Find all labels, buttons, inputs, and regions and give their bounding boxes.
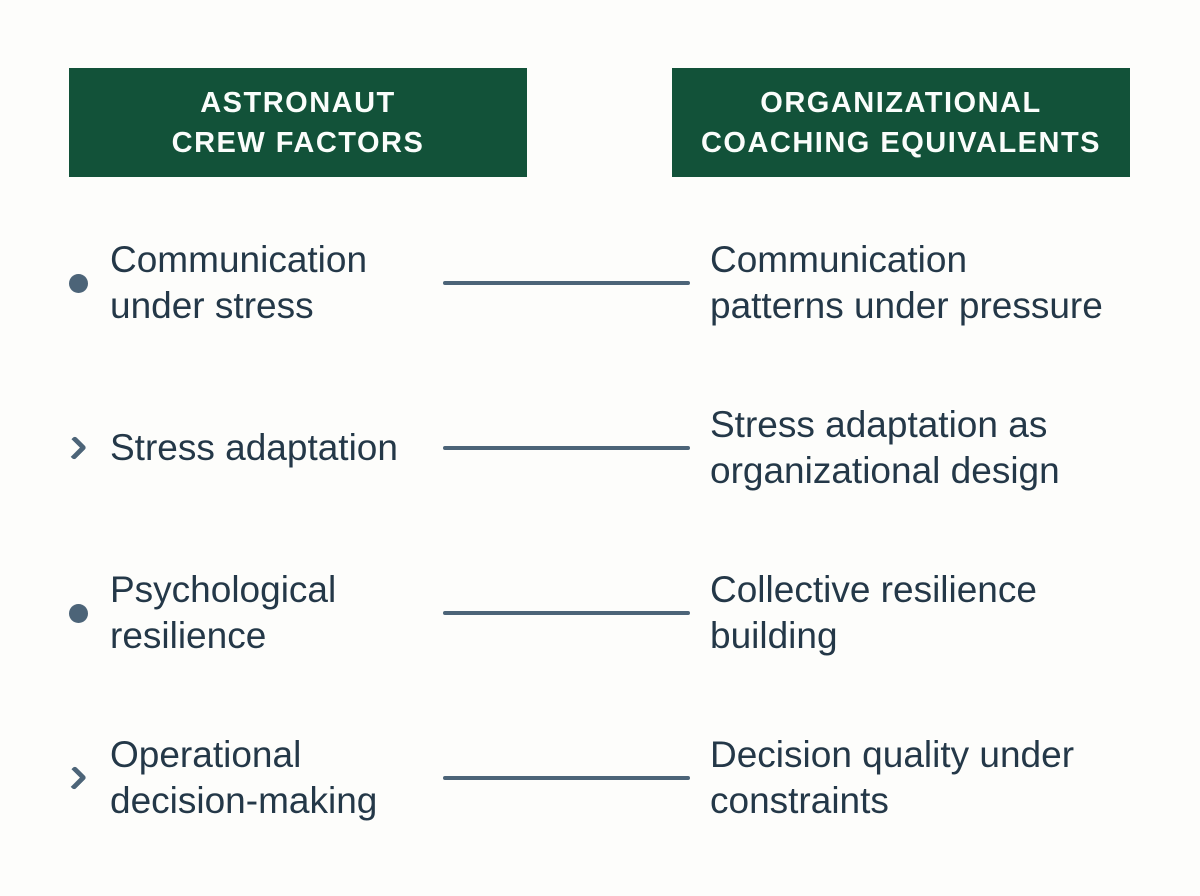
coaching-equivalent-label: Communication patterns under pressure	[710, 239, 1103, 326]
header-organizational-coaching-equivalents: ORGANIZATIONAL COACHING EQUIVALENTS	[672, 68, 1130, 177]
connector-line	[443, 611, 690, 615]
chevron-right-icon	[66, 433, 90, 463]
header-astronaut-crew-factors: ASTRONAUT CREW FACTORS	[69, 68, 527, 177]
crew-factor-label: Communication under stress	[110, 239, 368, 326]
coaching-equivalent-label: Decision quality under constraints	[710, 734, 1075, 821]
chevron-right-icon	[66, 763, 90, 793]
coaching-equivalent-label: Collective resilience building	[710, 569, 1037, 656]
crew-factor-label: Stress adaptation	[110, 427, 398, 468]
connector-line	[443, 446, 690, 450]
crew-factor-label: Psychological resilience	[110, 569, 337, 656]
mapping-row-operational-decision-making: Operational decision-making Decision qua…	[0, 718, 1200, 838]
mapping-row-communication: Communication under stress Communication…	[0, 223, 1200, 343]
bullet-dot-icon	[66, 268, 90, 298]
connector-line	[443, 776, 690, 780]
coaching-equivalent-label: Stress adaptation as organizational desi…	[710, 404, 1060, 491]
mapping-row-psychological-resilience: Psychological resilience Collective resi…	[0, 553, 1200, 673]
bullet-dot-icon	[66, 598, 90, 628]
crew-factor-label: Operational decision-making	[110, 734, 378, 821]
connector-line	[443, 281, 690, 285]
mapping-row-stress-adaptation: Stress adaptation Stress adaptation as o…	[0, 388, 1200, 508]
